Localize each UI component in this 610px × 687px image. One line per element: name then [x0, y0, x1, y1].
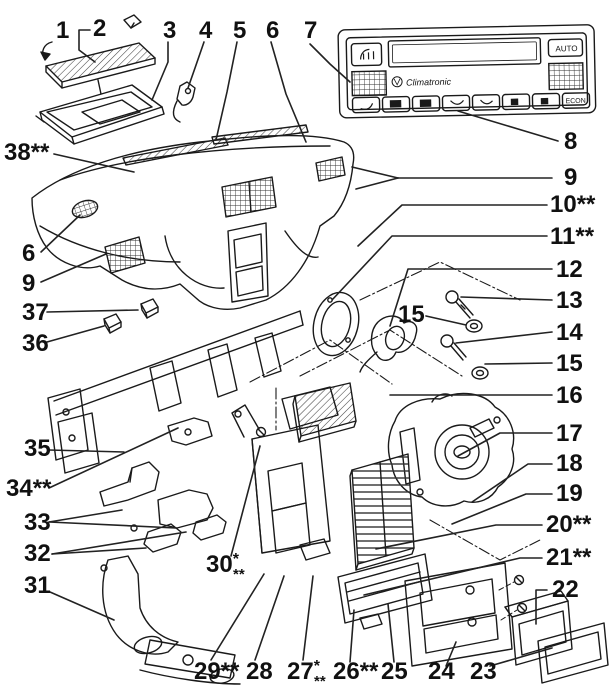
center-duct-hatched	[292, 382, 357, 443]
heater-distribution-box	[231, 386, 339, 561]
screw-30	[255, 426, 267, 438]
retaining-clip	[172, 81, 196, 123]
callout-25: 25	[381, 658, 408, 685]
heater-grille-element	[349, 453, 415, 571]
vent-elbow	[359, 315, 418, 373]
callout-2: 2	[93, 15, 106, 42]
washer-15a	[465, 319, 483, 333]
callout-16: 16	[556, 382, 583, 409]
filter-clip-icon	[123, 14, 142, 29]
dashboard-body	[31, 134, 355, 310]
callout-36: 36	[22, 330, 49, 357]
defroster-trim-strips	[122, 124, 309, 166]
button-row: ECON	[351, 92, 591, 114]
pollen-filter	[45, 42, 156, 95]
duct-32a	[143, 523, 182, 553]
callout-28: 28	[246, 658, 273, 685]
callout-6-top: 6	[266, 17, 279, 44]
callout-23: 23	[470, 658, 497, 685]
callout-3: 3	[163, 17, 176, 44]
callout-9-right: 9	[564, 164, 577, 191]
footwell-duct-33b	[157, 489, 214, 529]
callout-1: 1	[56, 17, 69, 44]
left-keypad-grid	[351, 70, 388, 97]
callout-4: 4	[199, 17, 213, 44]
callout-24: 24	[428, 658, 455, 685]
filter-tray	[35, 84, 165, 145]
callout-15-right: 15	[556, 350, 583, 377]
bolt-13	[445, 290, 474, 319]
floor-bracket	[139, 639, 241, 685]
callout-33: 33	[24, 509, 51, 536]
callout-7: 7	[304, 17, 317, 44]
leader-lines	[40, 29, 559, 667]
callout-27-stars: **	[314, 673, 326, 687]
econ-button-label: ECON	[565, 98, 585, 105]
callout-17: 17	[556, 420, 583, 447]
washer-15b	[471, 366, 489, 380]
bolt-14	[440, 334, 467, 361]
callout-14: 14	[556, 319, 583, 346]
callout-18: 18	[556, 450, 583, 477]
callout-35: 35	[24, 435, 51, 462]
stowage-trim-frame	[537, 622, 609, 684]
callout-22: 22	[552, 576, 579, 603]
callout-32: 32	[24, 540, 51, 567]
callout-21: 21**	[546, 544, 592, 571]
vw-roundel-icon	[391, 76, 403, 88]
center-trim-frame	[404, 562, 528, 667]
callout-9-left: 9	[22, 270, 35, 297]
callout-31: 31	[24, 572, 51, 599]
auto-button: AUTO	[547, 38, 584, 58]
auto-button-label: AUTO	[555, 44, 577, 53]
callout-26: 26**	[333, 658, 379, 685]
footwell-duct-33a	[99, 461, 160, 507]
callout-13: 13	[556, 287, 583, 314]
callout-12: 12	[556, 256, 583, 283]
callout-8: 8	[564, 128, 577, 155]
crossmember-beam	[47, 291, 360, 474]
stowage-box	[504, 590, 573, 666]
brand-label: Climatronic	[406, 77, 452, 88]
callout-29: 29**	[194, 658, 240, 685]
clip-37	[140, 298, 159, 319]
callout-5: 5	[233, 17, 246, 44]
bracket-34	[167, 417, 213, 446]
callout-10: 10**	[550, 191, 596, 218]
callout-6-left: 6	[22, 240, 35, 267]
callout-37: 37	[22, 299, 49, 326]
right-keypad-grid	[548, 62, 585, 91]
removal-arrow-icon	[40, 41, 53, 61]
defrost-button	[350, 42, 383, 67]
callout-30-stars: **	[233, 566, 245, 583]
center-vent-grille	[337, 553, 433, 630]
duct-32b	[192, 514, 227, 541]
callout-19: 19	[556, 480, 583, 507]
callout-38: 38**	[4, 139, 50, 166]
callout-11: 11**	[550, 223, 595, 250]
clip-36	[103, 313, 122, 334]
climatronic-unit: AUTO Climatronic ECON	[337, 24, 597, 119]
callout-15-inner: 15	[398, 301, 425, 328]
callout-20: 20**	[546, 511, 592, 538]
display	[387, 37, 542, 68]
callout-34: 34**	[6, 475, 52, 502]
